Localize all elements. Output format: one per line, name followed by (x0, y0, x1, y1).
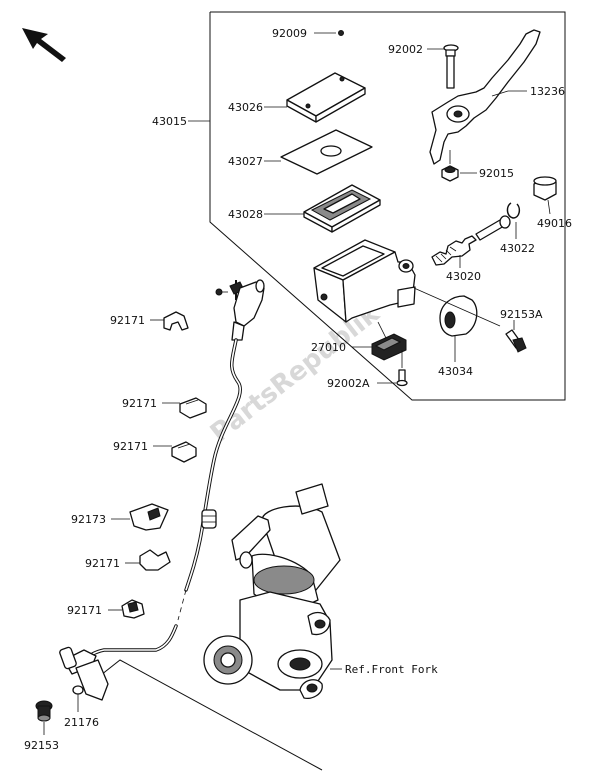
label-27010: 27010 (311, 341, 346, 354)
label-92171-d: 92171 (85, 557, 120, 570)
clamp-92171-a (150, 311, 189, 331)
front-fork-reference (203, 483, 342, 700)
screw-92009 (314, 30, 344, 36)
holder-43034 (439, 295, 478, 362)
label-92173: 92173 (71, 513, 106, 526)
label-92171-c: 92171 (113, 440, 148, 453)
piston-assembly-43020 (431, 215, 511, 268)
label-43022: 43022 (500, 242, 535, 255)
screw-92002A (377, 350, 408, 387)
lower-banjo-fitting (59, 646, 109, 712)
boot-49016 (533, 176, 557, 215)
clamp-92171-b (162, 397, 207, 419)
circlip-43022 (506, 202, 521, 239)
upper-banjo-fitting (215, 279, 265, 341)
bolt-92153 (35, 700, 53, 735)
label-21176: 21176 (64, 716, 99, 729)
clamp-92171-e (108, 599, 145, 619)
label-43028: 43028 (228, 208, 263, 221)
label-43026: 43026 (228, 101, 263, 114)
brake-hose (82, 338, 242, 664)
label-92002: 92002 (388, 43, 423, 56)
label-92153: 92153 (24, 739, 59, 752)
label-92171-a: 92171 (110, 314, 145, 327)
label-49016: 49016 (537, 217, 572, 230)
label-13236: 13236 (530, 85, 565, 98)
assembly-frame (188, 11, 566, 401)
label-92171-e: 92171 (67, 604, 102, 617)
diaphragm-plate-43027 (264, 129, 373, 175)
bolt-92153A (413, 287, 527, 353)
master-cylinder-body (313, 239, 416, 323)
label-92002A: 92002A (327, 377, 370, 390)
label-43027: 43027 (228, 155, 263, 168)
label-43034: 43034 (438, 365, 473, 378)
label-front-fork-reference: Ref.Front Fork (345, 663, 438, 676)
part-labels: 92009 92002 43026 43015 13236 43027 9201… (24, 27, 572, 752)
label-92015: 92015 (479, 167, 514, 180)
label-43015: 43015 (152, 115, 187, 128)
diaphragm-43028 (264, 184, 381, 233)
label-92153A: 92153A (500, 308, 543, 321)
label-92171-b: 92171 (122, 397, 157, 410)
label-43020: 43020 (446, 270, 481, 283)
label-92009: 92009 (272, 27, 307, 40)
lever-13236 (429, 29, 541, 165)
clamp-92171-d (125, 549, 171, 571)
switch-27010 (352, 321, 407, 361)
clamp-92173 (111, 503, 169, 531)
clamp-92171-c (153, 441, 197, 463)
bolt-92002 (427, 44, 459, 89)
direction-arrow-icon (22, 28, 66, 62)
nut-92015 (441, 150, 477, 182)
reservoir-cap-43026 (264, 72, 366, 123)
